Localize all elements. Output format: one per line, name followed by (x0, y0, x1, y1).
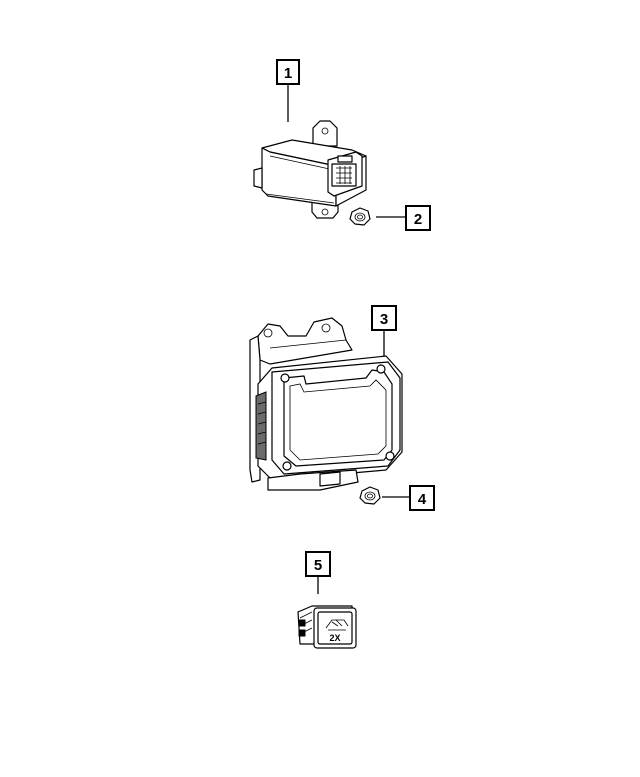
callout-2: 2 (376, 205, 431, 231)
callout-3: 3 (371, 305, 397, 356)
callout-5: 5 (305, 551, 331, 594)
callout-1: 1 (276, 59, 300, 122)
callout-4-label: 4 (418, 491, 427, 508)
callout-2-label: 2 (414, 211, 422, 228)
part-4-nut (359, 486, 381, 505)
part-3-module (249, 317, 403, 491)
switch-label: 2X (329, 633, 340, 643)
callout-3-label: 3 (380, 311, 388, 328)
part-1-module (253, 120, 367, 219)
part-2-nut (349, 207, 371, 226)
callout-1-label: 1 (284, 65, 292, 82)
part-5-switch: 2X (297, 605, 357, 649)
callout-4: 4 (382, 485, 435, 511)
callout-5-label: 5 (314, 557, 322, 574)
